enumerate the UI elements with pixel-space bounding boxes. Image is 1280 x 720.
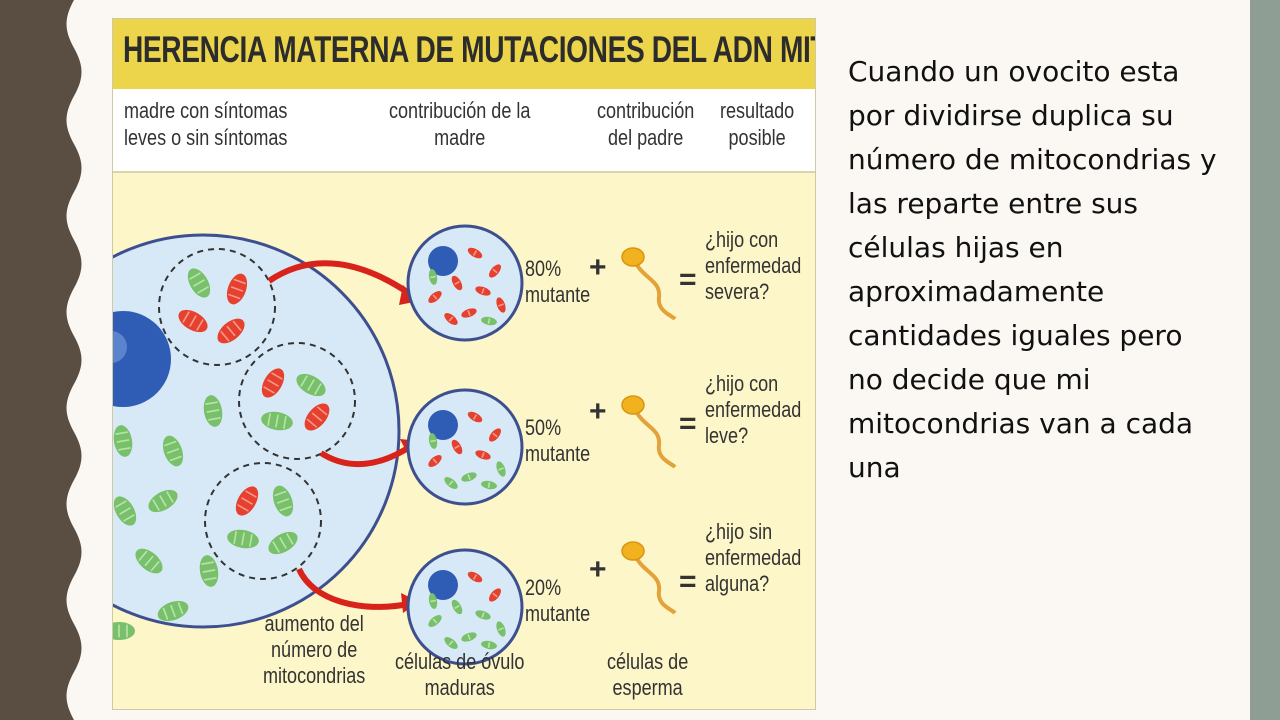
healthy-mitochondrion <box>475 610 491 620</box>
healthy-mitochondrion <box>203 395 223 427</box>
healthy-mitochondrion <box>227 529 259 549</box>
mutant-mitochondrion <box>261 368 285 398</box>
mitochondrial-inheritance-diagram: HERENCIA MATERNA DE MUTACIONES DEL ADN M… <box>112 18 816 710</box>
diagram-title: HERENCIA MATERNA DE MUTACIONES DEL ADN M… <box>123 29 815 70</box>
mutant-mitochondrion <box>475 286 491 296</box>
arrow <box>267 260 415 299</box>
equals-sign: = <box>679 407 697 440</box>
healthy-mitochondrion <box>199 555 219 587</box>
column-headers: madre con síntomas leves o sin síntomas … <box>113 89 815 173</box>
sperm-cell <box>621 395 677 469</box>
healthy-mitochondrion <box>428 433 438 449</box>
title-bar: HERENCIA MATERNA DE MUTACIONES DEL ADN M… <box>113 19 815 89</box>
row3-percent: 20% mutante <box>525 575 591 626</box>
header-mother-contribution: contribución de la madre <box>389 98 531 150</box>
row1-result: ¿hijo con enfermedad severa? <box>705 227 802 304</box>
healthy-mitochondrion <box>162 435 184 467</box>
egg-cell <box>406 388 524 506</box>
mutant-mitochondrion <box>461 308 477 318</box>
label-mito-increase: aumento del número de mitocondrias <box>263 611 366 688</box>
healthy-mitochondrion <box>461 632 477 642</box>
equals-sign: = <box>679 263 697 296</box>
mito-cluster-outline <box>158 248 276 366</box>
mutant-mitochondrion <box>489 588 501 602</box>
arrow <box>319 443 413 468</box>
mutant-mitochondrion <box>217 318 245 344</box>
sperm-cell <box>621 541 677 615</box>
mutant-mitochondrion <box>467 571 483 583</box>
right-decorative-band <box>1250 0 1280 720</box>
mutant-mitochondrion <box>235 486 259 516</box>
mutant-mitochondrion <box>467 411 483 423</box>
mutant-mitochondrion <box>428 291 442 303</box>
mutant-mitochondrion <box>496 297 506 313</box>
healthy-mitochondrion <box>444 637 458 649</box>
mutant-mitochondrion <box>451 275 463 291</box>
healthy-mitochondrion <box>113 496 137 526</box>
header-father-contribution: contribución del padre <box>597 98 695 150</box>
healthy-mitochondrion <box>451 599 463 615</box>
healthy-mitochondrion <box>481 316 497 326</box>
egg-nucleus <box>428 246 458 276</box>
healthy-mitochondrion <box>496 461 506 477</box>
mito-cluster-outline <box>204 462 322 580</box>
label-mature-eggs: células de óvulo maduras <box>395 649 525 700</box>
mutant-mitochondrion <box>428 455 442 467</box>
healthy-mitochondrion <box>187 268 211 298</box>
healthy-mitochondrion <box>157 600 189 622</box>
healthy-mitochondrion <box>113 425 133 457</box>
slide-caption: Cuando un ovocito esta por dividirse dup… <box>848 55 1217 484</box>
healthy-mitochondrion <box>496 621 506 637</box>
mutant-mitochondrion <box>489 428 501 442</box>
mutant-mitochondrion <box>467 247 483 259</box>
mutant-mitochondrion <box>475 450 491 460</box>
diagram-illustration: + + + = = = <box>113 224 697 666</box>
row3-result: ¿hijo sin enfermedad alguna? <box>705 519 802 596</box>
mutant-mitochondrion <box>451 439 463 455</box>
healthy-mitochondrion <box>261 411 293 431</box>
plus-sign: + <box>589 553 607 586</box>
row2-percent: 50% mutante <box>525 415 591 466</box>
healthy-mitochondrion <box>268 531 298 555</box>
equals-sign: = <box>679 565 697 598</box>
healthy-mitochondrion <box>135 548 163 574</box>
label-sperm: células de esperma <box>607 649 689 700</box>
plus-sign: + <box>589 395 607 428</box>
sperm-cell <box>621 247 677 321</box>
healthy-mitochondrion <box>481 480 497 490</box>
mutant-mitochondrion <box>444 313 458 325</box>
healthy-mitochondrion <box>148 489 178 513</box>
healthy-mitochondrion <box>272 485 294 517</box>
egg-cell <box>406 224 524 342</box>
healthy-mitochondrion <box>444 477 458 489</box>
healthy-mitochondrion <box>481 640 497 650</box>
egg-nucleus <box>428 570 458 600</box>
header-result: resultado posible <box>720 98 795 150</box>
healthy-mitochondrion <box>428 269 438 285</box>
healthy-mitochondrion <box>296 373 326 397</box>
left-decorative-band <box>0 0 82 720</box>
mutant-mitochondrion <box>178 309 208 333</box>
mutant-mitochondrion <box>304 403 330 431</box>
healthy-mitochondrion <box>461 472 477 482</box>
healthy-mitochondrion <box>428 615 442 627</box>
mother-nucleus <box>113 311 171 407</box>
egg-nucleus <box>428 410 458 440</box>
egg-cell <box>406 548 524 666</box>
mother-cell <box>113 233 401 640</box>
mutant-mitochondrion <box>489 264 501 278</box>
mito-cluster-outline <box>238 342 356 460</box>
header-mother: madre con síntomas leves o sin síntomas <box>124 98 288 150</box>
arrow <box>296 567 410 610</box>
row1-percent: 80% mutante <box>525 256 591 307</box>
healthy-mitochondrion <box>428 593 438 609</box>
row2-result: ¿hijo con enfermedad leve? <box>705 371 802 448</box>
plus-sign: + <box>589 251 607 284</box>
mutant-mitochondrion <box>226 273 248 305</box>
healthy-mitochondrion <box>113 622 135 640</box>
